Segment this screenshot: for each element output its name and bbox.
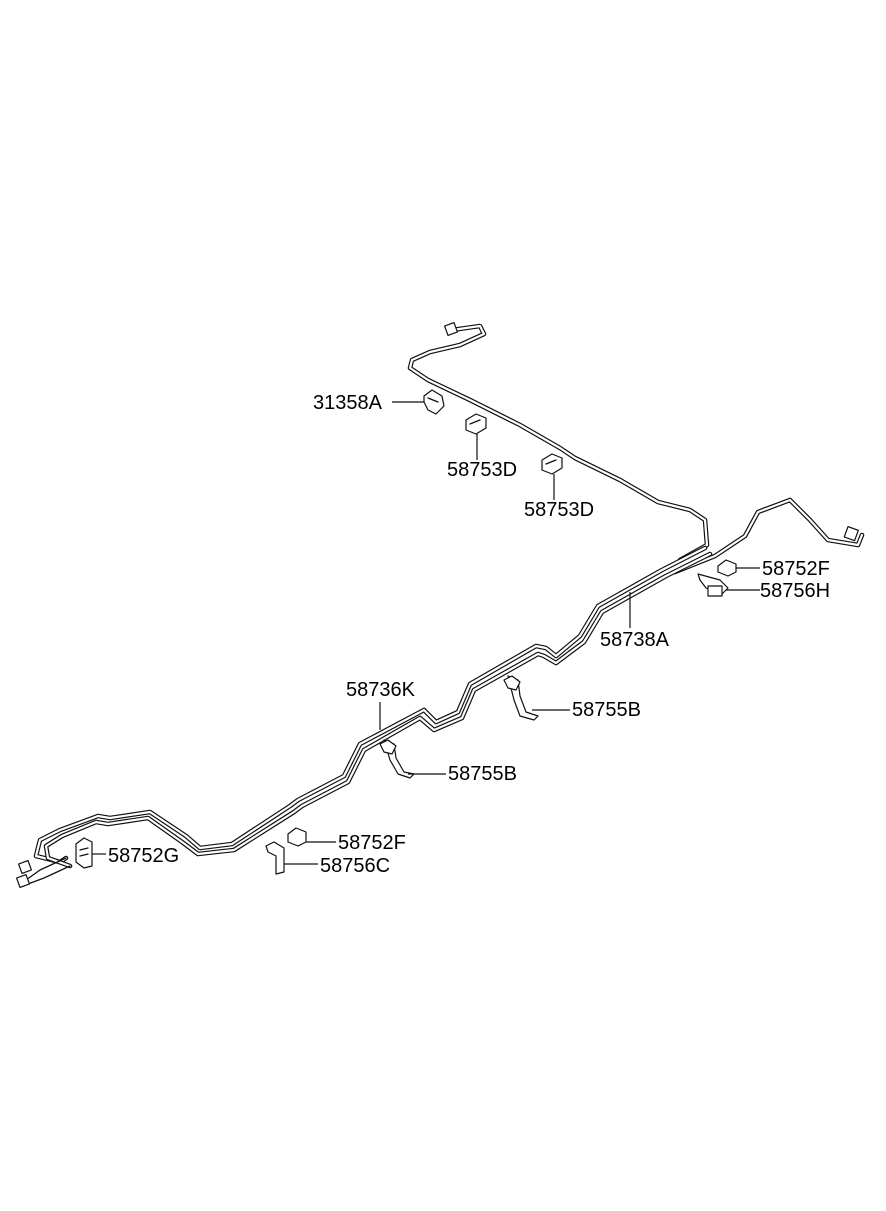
label-58736K: 58736K xyxy=(346,679,416,701)
leader-lines xyxy=(92,401,760,865)
main-tube-pair xyxy=(25,545,713,885)
label-58753D-2: 58753D xyxy=(524,499,594,521)
label-58756C: 58756C xyxy=(320,855,390,877)
clip-58752G xyxy=(75,837,93,869)
label-31358A: 31358A xyxy=(313,392,383,414)
label-58753D-1: 58753D xyxy=(447,459,517,481)
clip-58752F-1 xyxy=(717,559,737,577)
clip-58753D-1 xyxy=(465,413,487,435)
tube-fitting-right xyxy=(843,525,859,542)
clip-31358A xyxy=(423,389,445,415)
tube-fitting-front xyxy=(443,321,459,337)
label-58752G: 58752G xyxy=(108,845,179,867)
clip-58752F-2 xyxy=(287,827,307,847)
label-58752F-2: 58752F xyxy=(338,832,406,854)
bracket-58755B-1 xyxy=(503,675,539,721)
bracket-58756H xyxy=(697,573,729,597)
label-58738A: 58738A xyxy=(600,629,670,651)
label-58755B-2: 58755B xyxy=(448,763,517,785)
right-tube xyxy=(672,497,865,575)
label-58756H: 58756H xyxy=(760,580,830,602)
tube-fitting-rear-2 xyxy=(15,873,31,889)
tube-fitting-rear-1 xyxy=(17,859,33,875)
label-58752F-1: 58752F xyxy=(762,558,830,580)
bracket-58755B-2 xyxy=(379,739,415,779)
bracket-58756C xyxy=(265,841,285,875)
label-58755B-1: 58755B xyxy=(572,699,641,721)
clip-58753D-2 xyxy=(541,453,563,475)
upper-tube xyxy=(407,323,710,563)
